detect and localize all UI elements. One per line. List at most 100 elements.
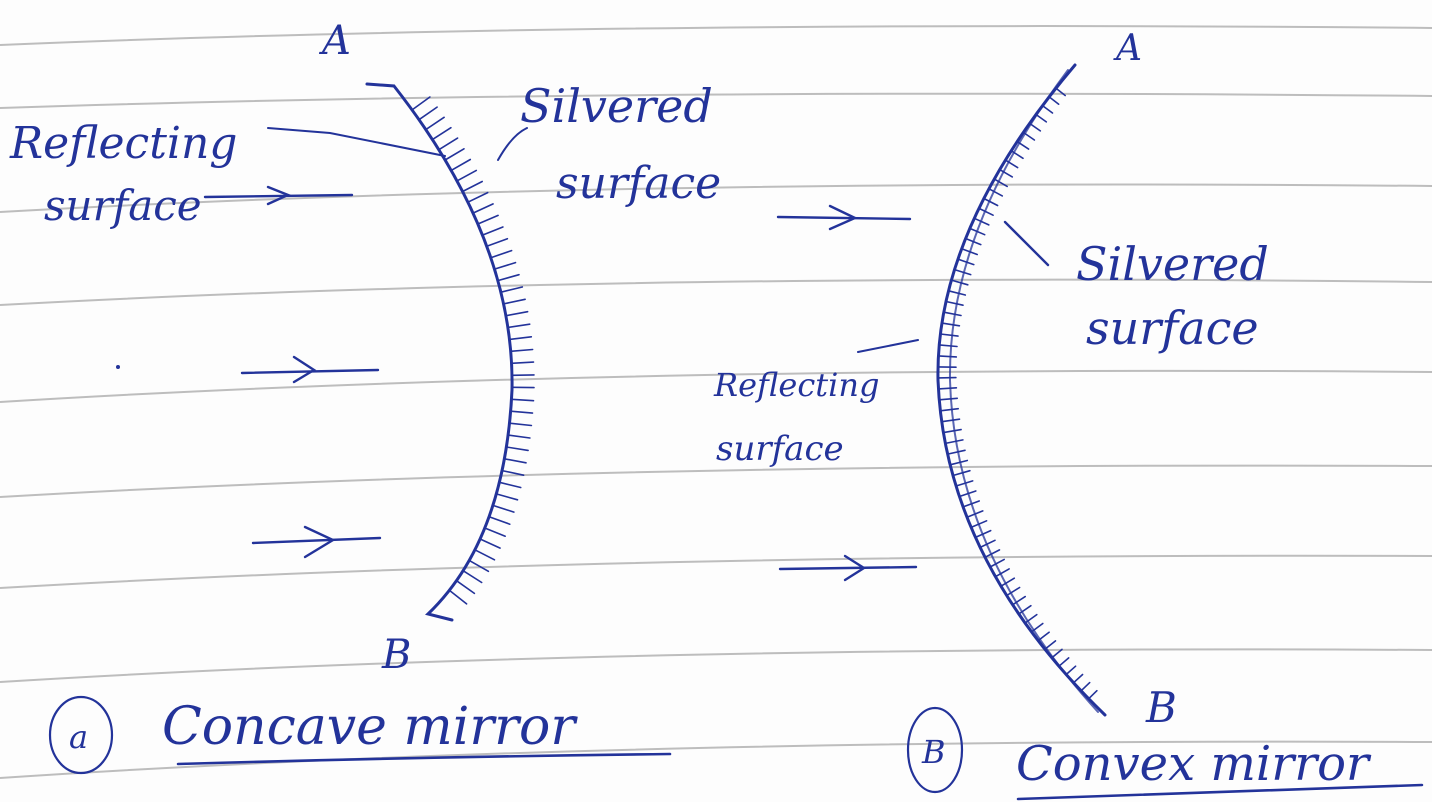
ruled-line <box>0 648 1432 683</box>
hatch-tick <box>1087 689 1098 700</box>
hatch-tick <box>983 197 999 207</box>
caption-marker-circle <box>48 695 114 775</box>
hatch-tick <box>450 158 472 172</box>
hatch-tick <box>495 493 519 501</box>
convex-silvered-label-line1: Silvered <box>1076 237 1269 291</box>
hatch-tick <box>939 333 959 337</box>
convex-mirror-arc-shading <box>948 69 1099 713</box>
hatch-tick <box>938 397 959 401</box>
hatch-tick <box>939 407 960 412</box>
hatch-tick <box>1000 577 1016 588</box>
incident-ray-3 <box>251 536 382 545</box>
ray-arrowhead <box>843 554 867 582</box>
hatch-tick <box>483 527 507 538</box>
ray-arrowhead <box>266 185 292 206</box>
ruled-line <box>0 278 1432 306</box>
hatch-tick <box>970 519 988 529</box>
hatch-tick <box>496 273 520 282</box>
hatch-tick <box>438 137 459 151</box>
hatch-tick <box>502 298 526 305</box>
incident-ray-1 <box>776 215 912 221</box>
convex-mirror-diagram <box>776 63 1424 801</box>
silvered-hatching <box>411 96 535 605</box>
hatch-tick <box>507 323 531 329</box>
convex-mirror-arc <box>936 63 1107 717</box>
hatch-tick <box>1044 640 1057 651</box>
hatch-tick <box>467 191 489 203</box>
ray-arrowhead <box>292 355 317 384</box>
hatch-tick <box>938 344 958 348</box>
concave-silvered-label-line1: Silvered <box>520 79 713 133</box>
hatch-tick <box>968 227 986 236</box>
hatch-tick <box>1037 631 1050 642</box>
concave-label-a: A <box>318 18 351 64</box>
hatch-tick <box>508 335 533 341</box>
hatch-tick <box>1041 104 1054 114</box>
hatch-tick <box>481 226 504 236</box>
hatch-tick <box>1051 648 1063 659</box>
hatch-tick <box>989 558 1006 568</box>
hatch-tick <box>942 311 962 317</box>
hatch-tick <box>498 481 522 489</box>
hatch-tick <box>468 559 490 573</box>
hatch-tick <box>978 207 994 216</box>
concave-silvered-label-line2: surface <box>556 158 721 209</box>
concave-caption-marker: a <box>69 718 88 756</box>
hatch-tick <box>509 410 534 414</box>
hatch-tick <box>444 148 465 161</box>
reflecting-surface-pointer <box>267 127 446 157</box>
stray-dot <box>116 365 120 369</box>
hatch-tick <box>462 569 483 584</box>
hatch-tick <box>952 469 971 477</box>
hatch-tick <box>947 289 967 296</box>
hatch-tick <box>472 203 494 214</box>
incident-ray-2 <box>778 565 918 571</box>
hatch-tick <box>509 348 534 353</box>
concave-caption: Concave mirror <box>162 697 578 757</box>
hatch-tick <box>1004 159 1019 169</box>
hatch-tick <box>1011 595 1026 606</box>
ruled-line <box>0 183 1432 213</box>
hatch-tick <box>418 106 438 121</box>
hatch-tick <box>411 96 431 111</box>
hatch-tick <box>505 310 529 317</box>
convex-reflecting-label-line2: surface <box>716 429 844 469</box>
hatch-tick <box>949 459 969 466</box>
hatch-tick <box>994 568 1010 578</box>
convex-caption: Convex mirror <box>1016 736 1372 792</box>
hatch-tick <box>477 214 499 225</box>
hatch-tick <box>937 386 958 390</box>
hatch-tick <box>505 446 529 452</box>
hatch-tick <box>950 279 969 286</box>
hatch-tick <box>424 116 445 131</box>
hatch-tick <box>941 322 961 327</box>
hatch-tick <box>946 449 966 455</box>
hatch-tick <box>1010 150 1024 160</box>
hatch-tick <box>510 361 535 365</box>
concave-reflecting-label-line1: Reflecting <box>9 118 237 169</box>
ruled-lines <box>0 25 1432 779</box>
hatch-tick <box>984 549 1001 559</box>
hatch-tick <box>431 126 452 141</box>
hatch-tick <box>1005 586 1021 597</box>
hatch-tick <box>1080 681 1091 692</box>
hatch-tick <box>1058 657 1070 668</box>
concave-mirror-diagram <box>48 82 672 775</box>
hatch-tick <box>988 188 1004 197</box>
caption-underline <box>1016 783 1424 801</box>
hatch-tick <box>993 178 1009 188</box>
incident-ray-1 <box>203 193 354 199</box>
hatch-tick <box>966 510 984 519</box>
ruled-line <box>0 464 1432 498</box>
caption-underline <box>176 752 672 766</box>
silvered-surface-pointer <box>497 127 528 161</box>
hatch-tick <box>953 268 972 276</box>
hatch-tick <box>974 529 992 539</box>
hatch-tick <box>998 168 1014 178</box>
hatch-tick <box>940 418 961 423</box>
convex-caption-marker: B <box>921 733 946 771</box>
hatch-tick <box>1072 673 1084 684</box>
silvered-hatching <box>937 87 1098 700</box>
hatch-tick <box>1024 613 1038 624</box>
